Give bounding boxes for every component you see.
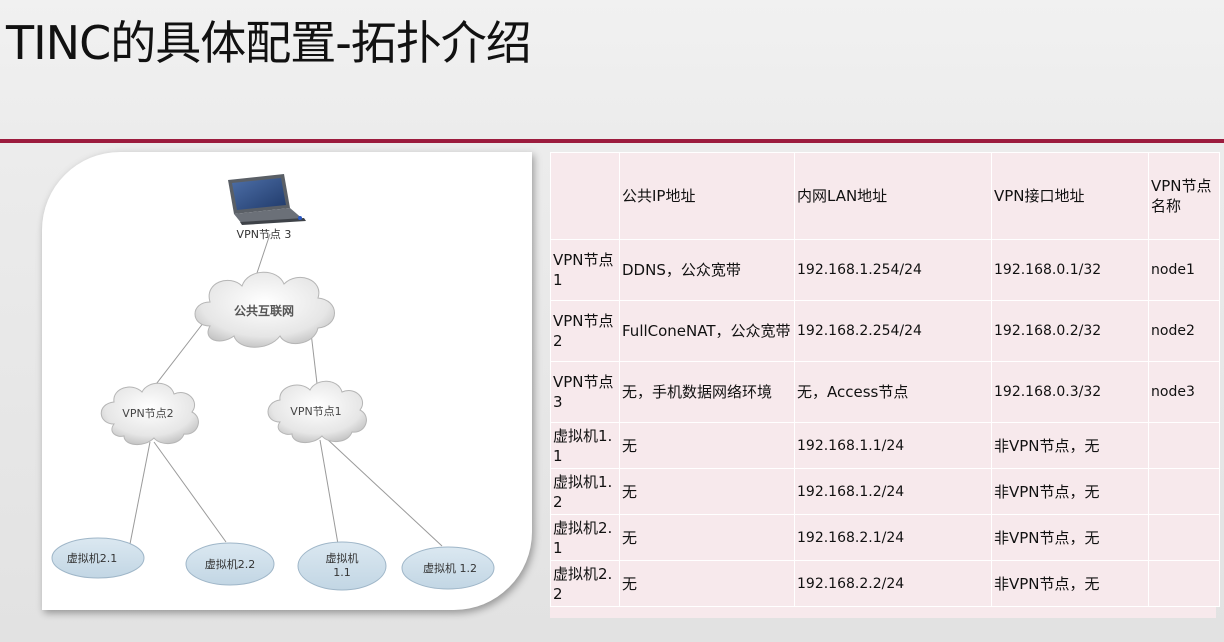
table-cell [1148,422,1220,469]
laptop-icon [228,174,306,225]
link-internet-node2 [149,321,205,393]
config-table: 公共IP地址 内网LAN地址 VPN接口地址 VPN节点名称 VPN节点1 DD… [550,152,1220,607]
vm12-ellipse [401,546,495,590]
table-cell: 192.168.1.254/24 [794,239,992,301]
topology-svg: VPN节点 3 公共互联网 VPN节点2 VPN节点1 虚拟机2.1 虚拟机2.… [51,174,495,591]
table-cell: 192.168.1.1/24 [794,422,992,469]
header-cell: VPN节点名称 [1148,152,1220,240]
table-cell: 无，Access节点 [794,361,992,423]
table-header-row: 公共IP地址 内网LAN地址 VPN接口地址 VPN节点名称 [550,152,1220,240]
link-node2-vm21 [129,441,151,545]
table-row: 虚拟机2.2 无 192.168.2.2/24 非VPN节点，无 [550,560,1220,607]
table-cell: 192.168.2.1/24 [794,514,992,561]
table-cell: node2 [1148,300,1220,362]
vpn-node1-label: VPN节点1 [290,405,341,418]
table-cell: 非VPN节点，无 [991,422,1149,469]
table-cell: DDNS，公众宽带 [619,239,795,301]
table-row: VPN节点1 DDNS，公众宽带 192.168.1.254/24 192.16… [550,239,1220,301]
table-cell: 无 [619,468,795,515]
table-cell: 192.168.0.3/32 [991,361,1149,423]
vpn-node2-cloud-icon [100,382,199,445]
link-node1-vm11 [319,439,339,545]
title-divider [0,139,1224,143]
internet-label: 公共互联网 [234,303,294,318]
link-node2-vm22 [153,441,227,543]
table-cell: 无，手机数据网络环境 [619,361,795,423]
table-cell [1148,514,1220,561]
table-cell: 虚拟机2.1 [550,514,620,561]
table-row: VPN节点2 FullConeNAT，公众宽带 192.168.2.254/24… [550,300,1220,362]
table-cell: 192.168.0.2/32 [991,300,1149,362]
vm21-label: 虚拟机2.1 [67,551,118,565]
vm11-label-line2: 1.1 [333,566,351,579]
table-cell: VPN节点3 [550,361,620,423]
header-cell: 公共IP地址 [619,152,795,240]
vm-nodes [51,537,495,591]
table-cell [1148,468,1220,515]
table-cell: 无 [619,560,795,607]
vm22-ellipse [185,542,275,586]
table-cell: 非VPN节点，无 [991,560,1149,607]
vm11-ellipse [297,541,387,591]
table-cell: 虚拟机1.1 [550,422,620,469]
table-cell: 无 [619,422,795,469]
slide-title: TINC的具体配置-拓扑介绍 [6,16,532,70]
link-node1-vm12 [325,437,443,547]
table-cell: 非VPN节点，无 [991,514,1149,561]
table-row: VPN节点3 无，手机数据网络环境 无，Access节点 192.168.0.3… [550,361,1220,423]
table-cell: 虚拟机2.2 [550,560,620,607]
table-cell: 非VPN节点，无 [991,468,1149,515]
table-cell: node3 [1148,361,1220,423]
table-cell: 192.168.0.1/32 [991,239,1149,301]
table-cell: 192.168.1.2/24 [794,468,992,515]
table-cell: 无 [619,514,795,561]
table-cell: node1 [1148,239,1220,301]
topology-diagram: VPN节点 3 公共互联网 VPN节点2 VPN节点1 虚拟机2.1 虚拟机2.… [42,152,532,610]
vpn-node1-cloud-icon [267,380,367,443]
table-cell: VPN节点2 [550,300,620,362]
vpn-node2-label: VPN节点2 [122,407,173,420]
vm11-label-line1: 虚拟机 [326,551,359,565]
table-row: 虚拟机2.1 无 192.168.2.1/24 非VPN节点，无 [550,514,1220,561]
header-cell [550,152,620,240]
table-row: 虚拟机1.2 无 192.168.1.2/24 非VPN节点，无 [550,468,1220,515]
header-cell: 内网LAN地址 [794,152,992,240]
table-cell: 192.168.2.2/24 [794,560,992,607]
vm12-label: 虚拟机 1.2 [423,561,477,575]
header-cell: VPN接口地址 [991,152,1149,240]
table-cell: 192.168.2.254/24 [794,300,992,362]
table-cell: 虚拟机1.2 [550,468,620,515]
table-cell: VPN节点1 [550,239,620,301]
table-cell: FullConeNAT，公众宽带 [619,300,795,362]
internet-cloud-icon [194,271,335,348]
vm21-ellipse [51,537,145,579]
config-table-panel: 公共IP地址 内网LAN地址 VPN接口地址 VPN节点名称 VPN节点1 DD… [550,152,1220,618]
vm22-label: 虚拟机2.2 [205,557,256,571]
table-cell [1148,560,1220,607]
laptop-label: VPN节点 3 [237,228,292,241]
table-row: 虚拟机1.1 无 192.168.1.1/24 非VPN节点，无 [550,422,1220,469]
